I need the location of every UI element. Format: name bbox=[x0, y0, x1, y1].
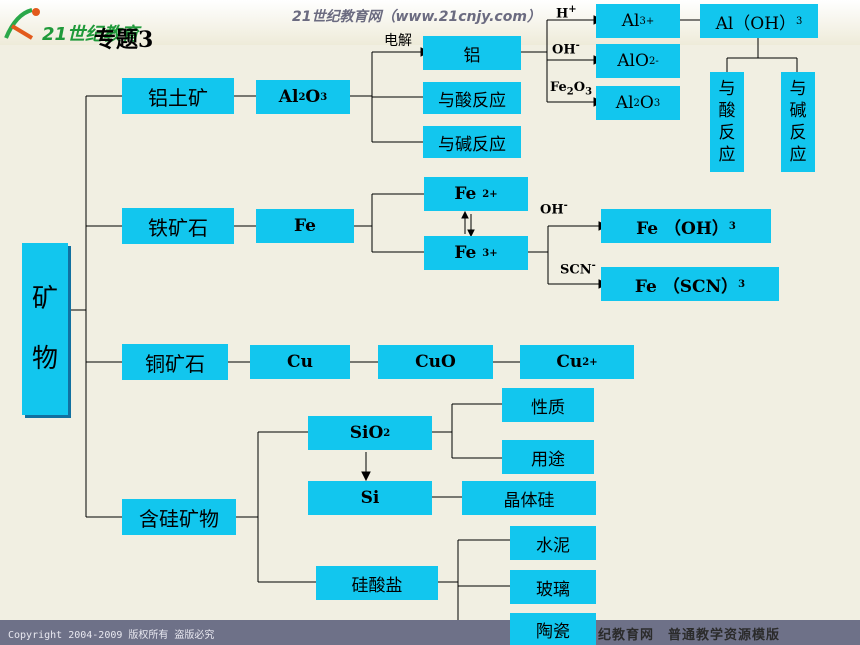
cuo-node: CuO bbox=[378, 345, 493, 379]
iron-metal-node: Fe bbox=[256, 209, 354, 243]
copyright-text: Copyright 2004-2009 版权所有 盗版必究 bbox=[8, 630, 215, 641]
h-plus-label: H+ bbox=[556, 4, 577, 22]
hydroxide-base-node: 与 碱 反 应 bbox=[781, 72, 815, 172]
glass-node: 玻璃 bbox=[510, 570, 596, 604]
iron-ore-node: 铁矿石 bbox=[122, 208, 234, 244]
footer-bar bbox=[0, 620, 860, 645]
copper-ore-node: 铜矿石 bbox=[122, 344, 228, 380]
al-base-node: 与碱反应 bbox=[423, 126, 521, 158]
oh-minus-label-al: OH- bbox=[552, 40, 580, 58]
fe3-node: Fe 3+ bbox=[424, 236, 528, 270]
oh-minus-label-fe: OH- bbox=[540, 200, 568, 218]
root-minerals: 矿 物 bbox=[22, 243, 68, 415]
hydroxide-acid-node: 与 酸 反 应 bbox=[710, 72, 744, 172]
silicate-node: 硅酸盐 bbox=[316, 566, 438, 600]
al-acid-node: 与酸反应 bbox=[423, 82, 521, 114]
site-banner[interactable]: 21世纪教育网（www.21cnjy.com） bbox=[292, 9, 541, 25]
al-hydroxide-node: Al（OH）3 bbox=[700, 4, 818, 38]
copper-metal-node: Cu bbox=[250, 345, 350, 379]
footer-banner: 纪教育网 普通教学资源模版 bbox=[598, 628, 781, 643]
page-title: 专题3 bbox=[94, 27, 154, 53]
electrolysis-label: 电解 bbox=[384, 33, 412, 49]
scn-minus-label: SCN- bbox=[560, 260, 596, 278]
fe-thiocyanate-node: Fe （SCN）3 bbox=[601, 267, 779, 301]
aluminum-metal-node: 铝 bbox=[423, 36, 521, 70]
logo-text: 21世纪教育 bbox=[42, 24, 140, 45]
uses-node: 用途 bbox=[502, 440, 594, 474]
bauxite-node: 铝土矿 bbox=[122, 78, 234, 114]
si-node: Si bbox=[308, 481, 432, 515]
properties-node: 性质 bbox=[502, 388, 594, 422]
root-char-1: 矿 bbox=[31, 284, 58, 314]
fe2o3-label: Fe2O3 bbox=[550, 80, 593, 98]
fe2-node: Fe 2+ bbox=[424, 177, 528, 211]
crystalline-silicon-node: 晶体硅 bbox=[462, 481, 596, 515]
cement-node: 水泥 bbox=[510, 526, 596, 560]
silicon-mineral-node: 含硅矿物 bbox=[122, 499, 236, 535]
fe-hydroxide-node: Fe （OH）3 bbox=[601, 209, 771, 243]
root-char-2: 物 bbox=[31, 344, 58, 374]
ceramics-node: 陶瓷 bbox=[510, 613, 596, 645]
logo-icon bbox=[4, 8, 40, 40]
